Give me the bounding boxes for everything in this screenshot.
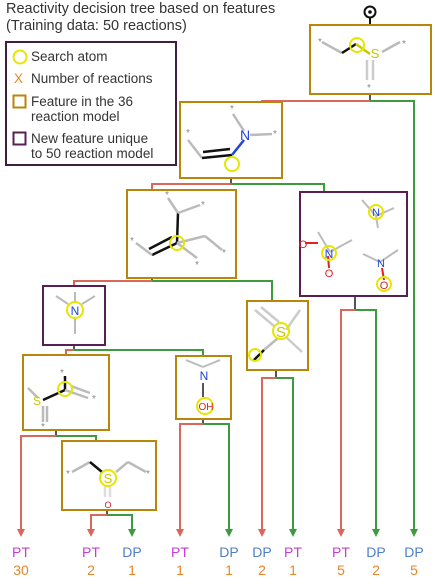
svg-text:*: *: [318, 37, 322, 48]
svg-text:*: *: [165, 190, 169, 201]
feature-node-3: * * * * *: [126, 189, 237, 279]
outcome-9-count: 2: [372, 562, 380, 578]
svg-text:*: *: [60, 368, 64, 379]
node7-sulfur-label: S: [104, 471, 113, 486]
feature-node-7: S O * *: [61, 440, 157, 511]
svg-text:*: *: [230, 104, 234, 115]
feature-node-6: S * * *: [22, 354, 110, 433]
svg-text:*: *: [66, 469, 70, 480]
outcome-3-class: DP: [122, 544, 141, 560]
search-atom-circle-icon: [12, 49, 28, 68]
outcome-3-count: 1: [128, 562, 136, 578]
outcome-1-class: PT: [12, 544, 30, 560]
node9-nitrogen-label: N: [200, 369, 209, 383]
outcome-6-count: 2: [258, 562, 266, 578]
node5-nitrogen-label: N: [71, 304, 80, 318]
outcome-6-class: DP: [252, 544, 271, 560]
feature-node-8: S: [246, 300, 309, 371]
svg-text:*: *: [92, 394, 96, 405]
count-x-icon: X: [14, 71, 24, 86]
feature-node-9: N OH: [175, 355, 232, 420]
diagram-title: Reactivity decision tree based on featur…: [6, 1, 275, 35]
svg-text:*: *: [186, 128, 190, 139]
purple-square-icon: [12, 131, 28, 150]
outcome-5-class: DP: [219, 544, 238, 560]
nitro-oxygen-2-label: O: [325, 268, 334, 280]
feature-node-5: N: [42, 285, 106, 346]
legend: Search atom X Number of reactions Featur…: [5, 41, 177, 166]
nitrogen-atom-label: N: [240, 127, 250, 143]
title-line-1: Reactivity decision tree based on featur…: [6, 1, 276, 17]
svg-text:*: *: [195, 260, 199, 271]
outcome-2-class: PT: [82, 544, 100, 560]
feature-node-2: N * * *: [179, 101, 283, 179]
feature-node-1: S * * *: [309, 24, 432, 95]
outcome-8-class: PT: [332, 544, 350, 560]
outcome-10-count: 5: [410, 562, 418, 578]
outcome-10-class: DP: [404, 544, 423, 560]
svg-text:*: *: [367, 83, 371, 94]
svg-text:*: *: [146, 469, 150, 480]
outcome-9-class: DP: [366, 544, 385, 560]
node8-sulfur-label: S: [276, 324, 286, 341]
gold-square-icon: [12, 94, 28, 113]
svg-text:*: *: [201, 200, 205, 211]
outcome-4-count: 1: [176, 562, 184, 578]
outcome-7-count: 1: [289, 562, 297, 578]
outcome-labels: PT 30 PT 2 DP 1 PT 1 DP 1 DP 2 PT 1 PT 5 DP 2 DP 5: [12, 544, 424, 578]
legend-search-atom-label: Search atom: [31, 49, 108, 64]
outcome-8-count: 5: [337, 562, 345, 578]
node6-sulfur-label: S: [33, 394, 41, 408]
nitro-nitrogen-label: N: [325, 247, 334, 261]
nitroso-oxygen-label: O: [380, 280, 389, 292]
svg-text:*: *: [130, 236, 134, 247]
svg-text:*: *: [222, 248, 226, 259]
amine-nitrogen-label: N: [372, 207, 380, 219]
svg-text:*: *: [273, 129, 277, 140]
feature-node-4: N O O N N O: [299, 191, 408, 297]
nitro-oxygen-1-label: O: [299, 239, 308, 251]
node9-hydroxyl-label: OH: [199, 402, 214, 413]
outcome-4-class: PT: [171, 544, 189, 560]
tree-root-icon: [363, 5, 377, 19]
sulfur-atom-label: S: [371, 46, 380, 61]
outcome-5-count: 1: [225, 562, 233, 578]
nitroso-nitrogen-label: N: [377, 258, 385, 270]
outcome-2-count: 2: [87, 562, 95, 578]
title-line-2: (Training data: 50 reactions): [6, 18, 187, 34]
outcome-7-class: PT: [284, 544, 302, 560]
svg-text:*: *: [402, 39, 406, 50]
legend-number-of-reactions-label: Number of reactions: [31, 71, 153, 86]
svg-text:*: *: [41, 422, 45, 433]
outcome-1-count: 30: [13, 562, 29, 578]
node7-oxygen-label: O: [104, 500, 111, 510]
